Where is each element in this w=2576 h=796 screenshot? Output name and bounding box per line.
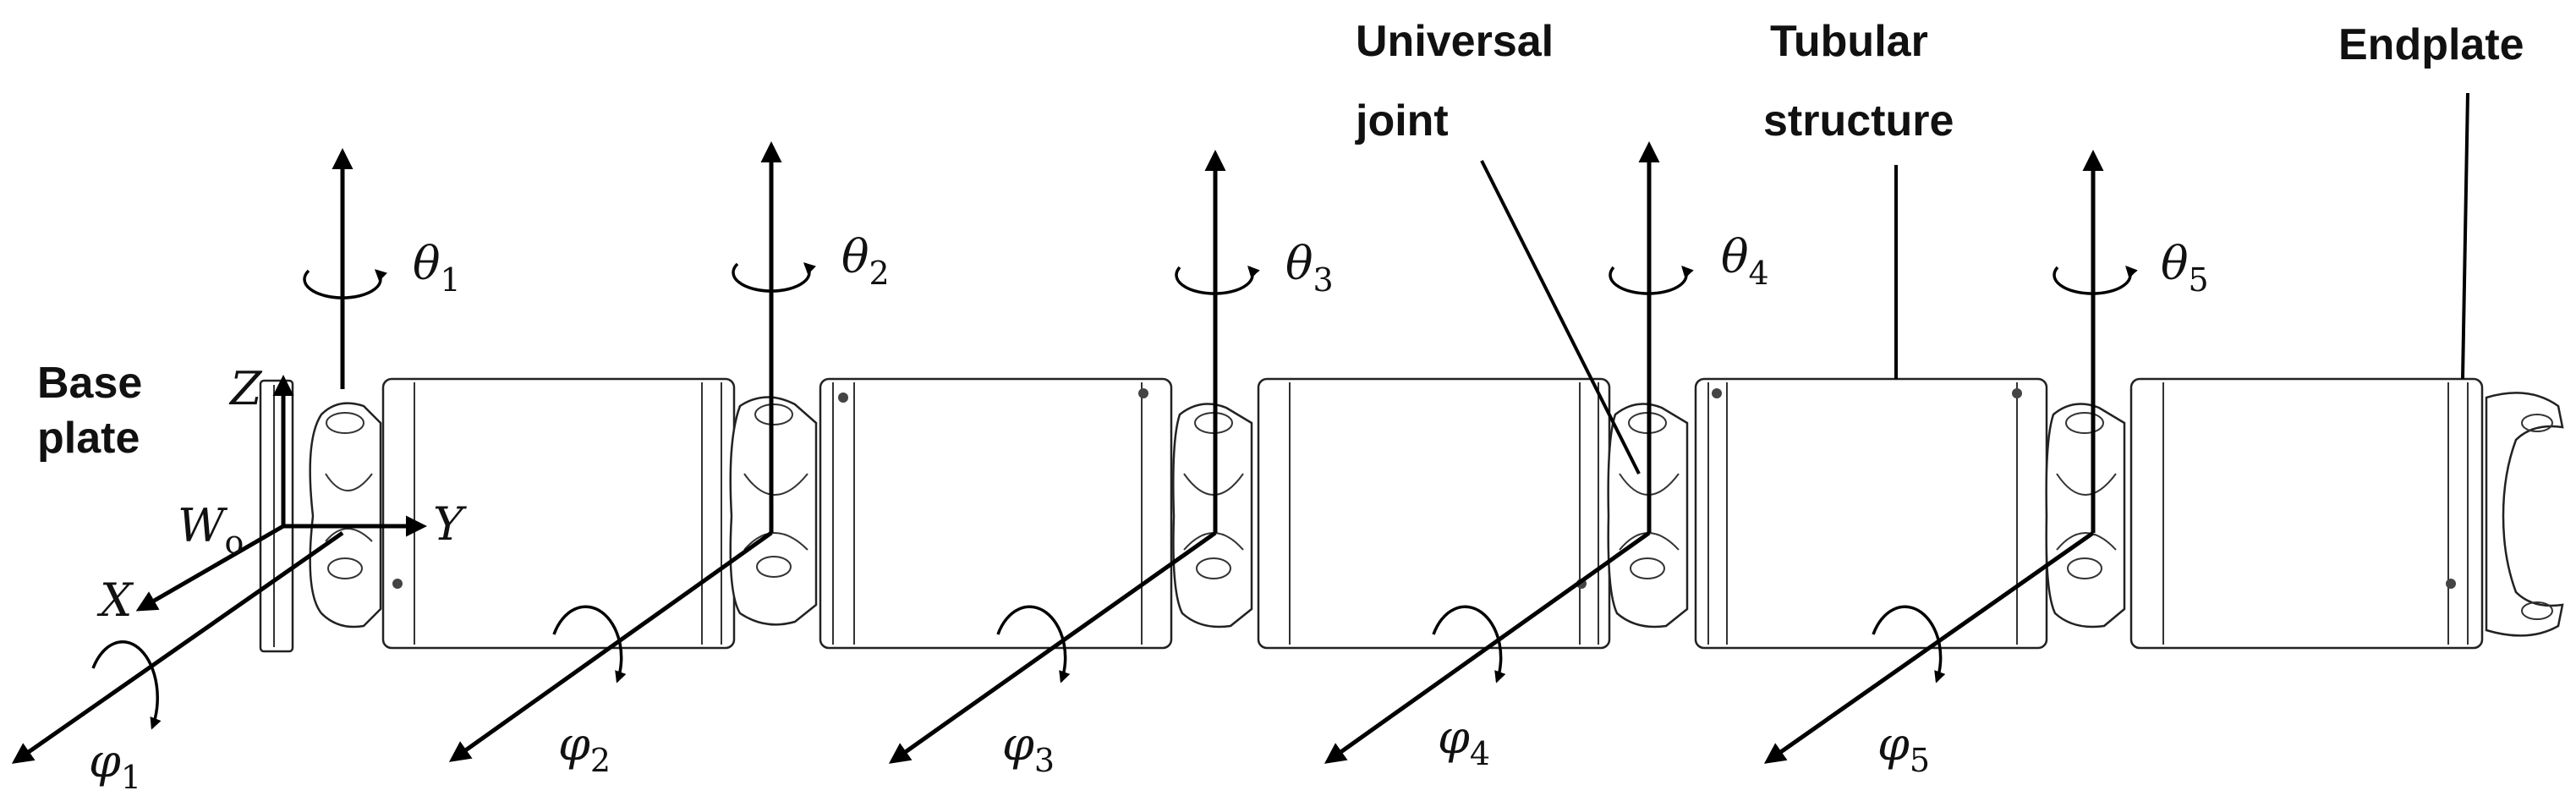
endplate-label: Endplate <box>2338 20 2524 69</box>
phi-axes <box>11 530 2095 764</box>
y-axis-label: Y <box>433 497 467 551</box>
theta-axis-1 <box>303 148 387 389</box>
callout-labels: Base plate Universal joint Tubular struc… <box>37 17 2524 463</box>
theta-label-4: θ4 <box>1721 230 1769 292</box>
phi-axis-4 <box>1324 530 1651 764</box>
theta-label-3: θ3 <box>1285 237 1334 299</box>
endplate-leader <box>2461 92 2469 380</box>
universal-joints <box>309 392 2564 637</box>
universal-joint-1 <box>309 402 382 629</box>
phi-labels: φ1 φ2 φ3 φ4 φ5 <box>89 711 1930 796</box>
tubular-segment-3 <box>1257 377 1611 650</box>
z-axis-label: Z <box>228 362 263 415</box>
theta-axis-3 <box>1175 150 1260 533</box>
phi-label-3: φ3 <box>1002 717 1055 779</box>
tubular-segment-4 <box>1694 377 2048 650</box>
theta-labels: θ1 θ2 θ3 θ4 θ5 <box>413 230 2209 299</box>
phi-label-1: φ1 <box>89 734 141 796</box>
theta-label-2: θ2 <box>841 230 890 292</box>
tubular-structure-label-line2: structure <box>1763 96 1954 145</box>
phi-label-5: φ5 <box>1877 717 1930 779</box>
endplate-fork <box>2485 392 2564 637</box>
leader-lines <box>1480 92 2469 475</box>
frame-labels: Z Y X Wo <box>96 362 467 627</box>
x-axis-label: X <box>96 574 134 627</box>
base-plate <box>259 379 294 653</box>
theta-axis-4 <box>1609 141 1694 533</box>
phi-axis-5 <box>1763 530 2095 764</box>
tubular-segments <box>381 377 2484 650</box>
universal-joint-label-line1: Universal <box>1356 17 1554 66</box>
base-plate-label-line2: plate <box>37 414 140 463</box>
theta-label-5: θ5 <box>2161 237 2209 299</box>
theta-axis-2 <box>732 141 816 533</box>
phi-label-2: φ2 <box>558 717 611 779</box>
tubular-segment-5 <box>2129 377 2484 650</box>
theta-axis-5 <box>2053 150 2138 533</box>
tubular-segment-2 <box>819 377 1173 650</box>
phi-axis-1 <box>11 530 344 764</box>
base-plate-label-line1: Base <box>37 359 142 408</box>
phi-label-4: φ4 <box>1438 711 1490 772</box>
tubular-structure-label-line1: Tubular <box>1770 17 1928 66</box>
universal-joint-leader <box>1480 160 1641 475</box>
world-frame <box>135 375 427 612</box>
universal-joint-5 <box>2045 403 2126 629</box>
theta-axes <box>303 141 2138 533</box>
theta-label-1: θ1 <box>413 237 461 299</box>
phi-axis-2 <box>448 530 773 762</box>
universal-joint-label-line2: joint <box>1355 96 1449 145</box>
universal-joint-3 <box>1172 403 1253 629</box>
phi-axis-3 <box>888 530 1217 764</box>
world-origin-label: Wo <box>178 499 244 561</box>
